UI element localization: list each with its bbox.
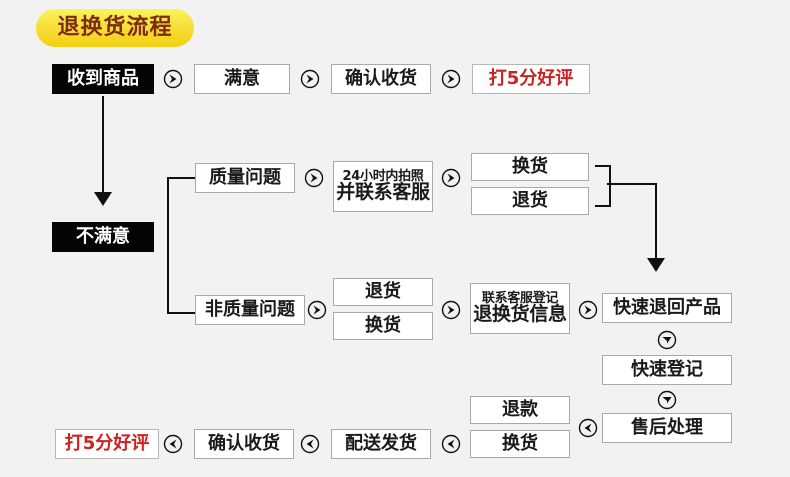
- node-confirm-receipt-bottom[interactable]: 确认收货: [194, 429, 294, 459]
- node-return-top[interactable]: 退货: [471, 187, 589, 215]
- node-non-quality-issue[interactable]: 非质量问题: [195, 295, 305, 325]
- node-quality-issue[interactable]: 质量问题: [195, 163, 295, 193]
- bracket-merge-exchange-return: [595, 165, 611, 207]
- node-unsatisfied[interactable]: 不满意: [52, 222, 154, 252]
- connector-merge-to-down: [607, 183, 657, 185]
- arrow-down-circle-icon: [657, 330, 677, 350]
- arrow-right-circle-icon: [441, 168, 461, 188]
- arrow-right-circle-icon: [163, 69, 183, 89]
- arrow-right-circle-icon: [300, 69, 320, 89]
- node-ship-bottom[interactable]: 配送发货: [331, 429, 431, 459]
- node-refund-bottom[interactable]: 退款: [470, 396, 570, 424]
- arrow-down-circle-icon: [657, 390, 677, 410]
- bracket-branch-split: [167, 177, 195, 314]
- arrow-left-circle-icon: [300, 434, 320, 454]
- node-exchange-bottom[interactable]: 换货: [470, 430, 570, 458]
- node-five-star-top[interactable]: 打5分好评: [472, 64, 590, 94]
- page-title-banner: 退换货流程: [36, 9, 194, 47]
- node-fast-register[interactable]: 快速登记: [602, 355, 732, 385]
- node-register-info[interactable]: 联系客服登记 退换货信息: [470, 283, 570, 334]
- arrowhead-down-unsatisfied: [94, 192, 112, 206]
- node-photo-contact[interactable]: 24小时内拍照 并联系客服: [333, 161, 433, 212]
- arrowhead-down-fast-return: [647, 258, 665, 272]
- arrow-left-circle-icon: [578, 418, 598, 438]
- node-after-sales[interactable]: 售后处理: [602, 413, 732, 443]
- page-title: 退换货流程: [57, 15, 173, 40]
- arrow-right-circle-icon: [307, 300, 327, 320]
- arrow-left-circle-icon: [163, 434, 183, 454]
- node-fast-return[interactable]: 快速退回产品: [602, 293, 732, 323]
- node-exchange-top[interactable]: 换货: [471, 153, 589, 181]
- node-exchange-mid[interactable]: 换货: [333, 312, 433, 340]
- arrow-left-circle-icon: [441, 434, 461, 454]
- arrow-right-circle-icon: [441, 69, 461, 89]
- node-satisfied[interactable]: 满意: [194, 64, 290, 94]
- arrow-right-circle-icon: [304, 168, 324, 188]
- node-received[interactable]: 收到商品: [52, 64, 154, 94]
- connector-received-to-unsatisfied: [102, 96, 104, 196]
- node-photo-contact-line1: 24小时内拍照: [342, 168, 424, 184]
- connector-down-to-fast-return: [655, 183, 657, 262]
- node-five-star-bottom[interactable]: 打5分好评: [55, 429, 159, 459]
- node-register-info-line1: 联系客服登记: [481, 290, 559, 306]
- arrow-right-circle-icon: [441, 300, 461, 320]
- node-confirm-receipt-top[interactable]: 确认收货: [331, 64, 431, 94]
- arrow-right-circle-icon: [578, 300, 598, 320]
- node-register-info-line2: 退换货信息: [473, 303, 567, 326]
- node-return-mid[interactable]: 退货: [333, 278, 433, 306]
- node-photo-contact-line2: 并联系客服: [336, 181, 430, 204]
